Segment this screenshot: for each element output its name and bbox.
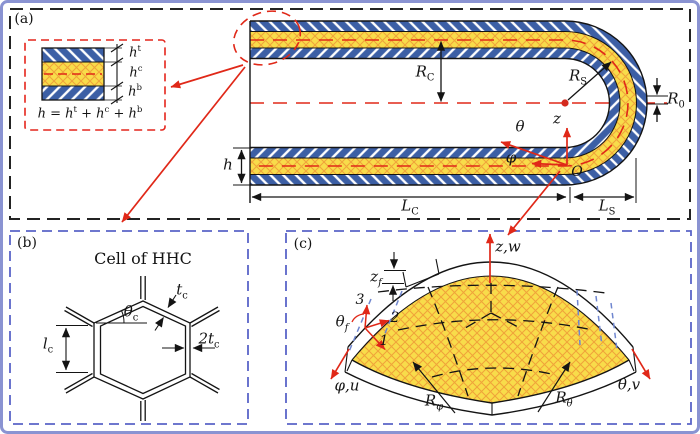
label-l-c: lc — [42, 334, 54, 356]
shell-element — [330, 233, 651, 416]
detail-highlight-ellipse — [232, 10, 302, 66]
label-R-phi: Rφ — [424, 391, 444, 413]
label-LC: LC — [401, 196, 419, 218]
label-t-c: tc — [176, 280, 188, 302]
label-h: h — [223, 155, 233, 174]
surface-dashed-lines — [377, 283, 607, 397]
label-theta-axis: θ — [515, 117, 525, 136]
label-h-core: hc — [129, 64, 143, 81]
structure-outlines — [249, 20, 648, 203]
axis-theta-arrow — [500, 141, 568, 166]
label-zf: zf — [370, 267, 382, 289]
callout-to-inset-arrow — [170, 64, 244, 89]
label-h-bottom: hb — [128, 83, 142, 100]
label-axis-2: 2 — [390, 310, 400, 326]
core-midline-dashed — [250, 39, 629, 167]
label-R-theta: Rθ — [555, 388, 573, 410]
inset-border — [24, 39, 166, 131]
label-phi-u: φ,u — [334, 376, 360, 395]
label-origin-O: O — [571, 164, 583, 180]
axis-phi-arrow — [531, 159, 568, 168]
label-theta-c: θc — [123, 302, 139, 324]
label-LS: LS — [598, 196, 616, 218]
label-z-axis: z — [553, 109, 561, 128]
panel-b-title: Cell of HHC — [94, 249, 192, 268]
panel-b-border — [9, 230, 249, 425]
axis-thetav-arrow — [631, 348, 651, 380]
label-axis-1: 1 — [379, 333, 389, 349]
label-zw: z,w — [495, 237, 521, 256]
theta-f-angle-arc — [351, 313, 365, 323]
axis-1-arrow — [364, 327, 386, 351]
shell-axes — [330, 233, 651, 380]
dim-RS-arrow — [567, 61, 612, 101]
label-RC: RC — [415, 62, 435, 84]
dimension-annotations — [233, 41, 668, 203]
label-phi-axis: φ — [505, 148, 517, 167]
honeycomb-cell — [56, 276, 220, 421]
callout-to-panel-b-arrow — [121, 66, 246, 223]
label-RS: RS — [568, 66, 588, 88]
arc-center-dot — [561, 99, 569, 107]
label-R0: R0 — [667, 89, 685, 111]
panel-c-border — [285, 230, 692, 425]
panel-b-tag: (b) — [17, 235, 37, 251]
fiber-direction-lines — [347, 289, 618, 355]
label-theta-f: θf — [335, 312, 349, 334]
layer-inset — [24, 39, 166, 131]
panel-c-tag: (c) — [293, 236, 313, 252]
axis-2-arrow — [364, 319, 390, 329]
panel-a-border — [9, 8, 691, 220]
label-axis-3: 3 — [355, 292, 365, 308]
panel-a-tag: (a) — [14, 11, 34, 27]
label-theta-v: θ,v — [617, 375, 641, 394]
callout-to-panel-c-arrow — [507, 170, 561, 236]
label-thickness-formula: h = ht + hc + hb — [37, 105, 143, 122]
label-h-top: ht — [129, 44, 141, 61]
label-2t-c: 2tc — [198, 329, 220, 351]
axis-phiu-arrow — [330, 348, 350, 380]
axis-3-arrow — [362, 304, 371, 329]
sandwich-u-structure — [232, 10, 667, 203]
red-axes-and-callouts — [121, 64, 572, 236]
